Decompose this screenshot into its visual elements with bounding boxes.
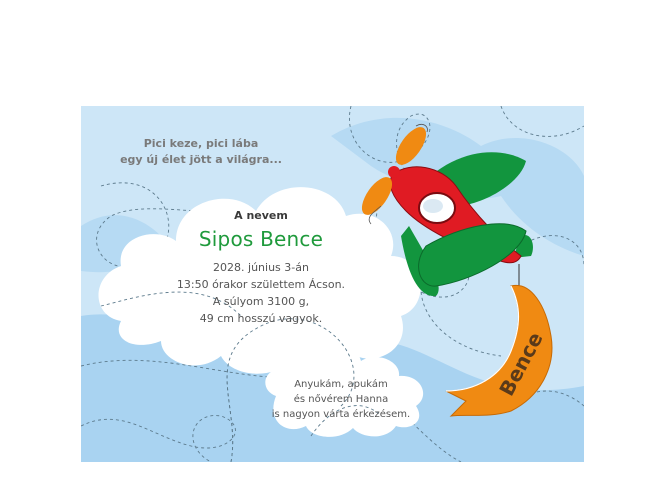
propeller [361,124,428,225]
intro-text: Pici keze, pici lába egy új élet jött a … [101,136,301,168]
birth-time-place: 13:50 órakor születtem Ácson. [176,278,346,291]
intro-line-2: egy új élet jött a világra... [120,153,282,166]
banner-flag [445,264,553,417]
airplane-illustration [361,124,533,297]
birth-weight: A súlyom 3100 g, [212,295,310,308]
family-line-1: Anyukám, apukám [294,379,388,390]
name-label: A nevem [234,209,288,222]
family-line-3: is nagyon várta érkezésem. [271,409,411,420]
cloud-main [98,187,421,374]
family-text: Anyukám, apukám és nővérem Hanna is nagy… [261,377,421,422]
background-illustration [81,106,584,462]
baby-name: Sipos Bence [198,227,324,251]
birth-details: 2028. június 3-án 13:50 órakor születtem… [151,259,371,327]
birth-date: 2028. június 3-án [213,261,309,274]
birth-length: 49 cm hosszú vagyok. [199,312,323,325]
cloud-small [265,344,424,437]
intro-line-1: Pici keze, pici lába [143,137,259,150]
family-line-2: és nővérem Hanna [293,394,389,405]
invitation-card: Pici keze, pici lába egy új élet jött a … [81,106,584,462]
